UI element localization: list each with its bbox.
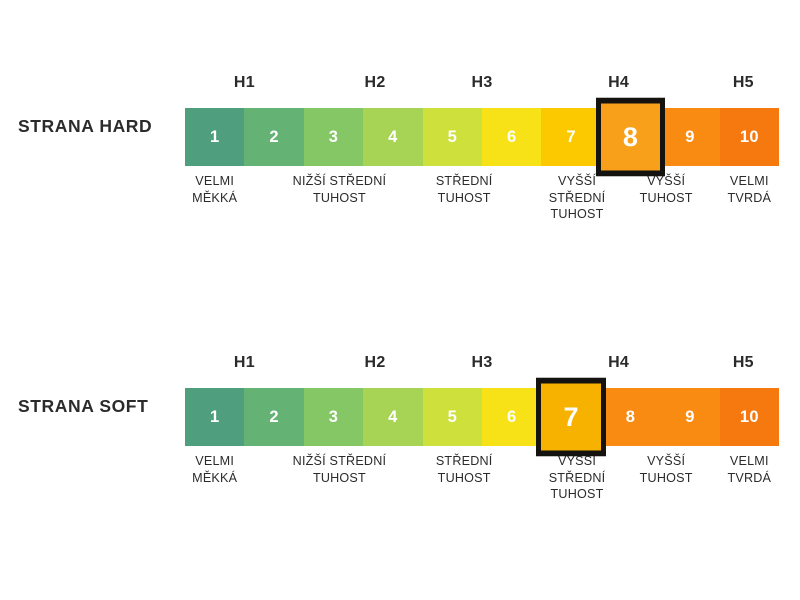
group-label-h1-soft: H1 [233,354,255,371]
group-label-h5-soft: H5 [732,354,754,371]
hardness-cell-value: 3 [328,407,339,426]
hardness-cell-value: 8 [625,407,636,426]
hardness-cell-value: 1 [209,127,220,146]
hardness-cell-soft-5[interactable]: 5 [422,388,483,446]
hardness-cell-hard-2[interactable]: 2 [244,108,304,166]
scale-title-soft: STRANA SOFT [18,395,149,416]
hardness-cell-soft-7[interactable]: 7 [536,377,606,457]
hardness-cell-value: 4 [388,407,398,426]
hardness-cell-hard-3[interactable]: 3 [303,108,364,166]
hardness-bar-hard: 1 2 3 4 5 6 7 8 9 10 [185,97,780,177]
hardness-cell-value: 2 [269,407,279,426]
group-label-row-soft: H1 H2 H3 H4 H5 [185,354,779,378]
hardness-cell-soft-9[interactable]: 9 [660,388,720,446]
hardness-cell-soft-6[interactable]: 6 [482,388,542,446]
group-label-h4-soft: H4 [608,354,630,371]
hardness-cell-value: 7 [566,127,576,146]
group-label-row-hard: H1 H2 H3 H4 H5 [185,74,779,98]
hardness-cell-soft-1[interactable]: 1 [185,388,245,446]
hardness-cell-value: 7 [563,401,579,432]
group-label-h4-hard: H4 [608,74,630,91]
hardness-cell-soft-3[interactable]: 3 [303,388,364,446]
hardness-cell-hard-10[interactable]: 10 [719,108,780,166]
hardness-cell-value: 5 [447,127,458,146]
group-label-h3-hard: H3 [471,74,493,91]
hardness-cell-soft-2[interactable]: 2 [244,388,304,446]
group-label-h2-hard: H2 [364,74,386,91]
hardness-cell-value: 9 [685,407,695,426]
hardness-cell-value: 2 [269,127,279,146]
hardness-cell-value: 4 [388,127,398,146]
hardness-cell-value: 10 [739,407,759,426]
hardness-cell-value: 10 [739,127,759,146]
hardness-cell-soft-8[interactable]: 8 [600,388,661,446]
hardness-cell-value: 6 [506,127,517,146]
hardness-cell-value: 9 [685,127,695,146]
hardness-bar-soft: 1 2 3 4 5 6 7 8 9 10 [185,377,780,457]
group-label-h1-hard: H1 [233,74,255,91]
hardness-cell-value: 8 [622,121,639,152]
scale-title-hard: STRANA HARD [18,115,153,136]
hardness-cell-value: 5 [447,407,458,426]
hardness-cell-value: 3 [328,127,339,146]
hardness-cell-hard-7[interactable]: 7 [541,108,601,166]
hardness-cell-hard-5[interactable]: 5 [422,108,483,166]
hardness-cell-hard-8[interactable]: 8 [595,97,666,177]
hardness-cell-hard-9[interactable]: 9 [660,108,720,166]
group-label-h5-hard: H5 [732,74,754,91]
hardness-cell-value: 1 [209,407,220,426]
hardness-cell-hard-6[interactable]: 6 [482,108,542,166]
hardness-cell-value: 6 [506,407,517,426]
hardness-cell-soft-10[interactable]: 10 [719,388,780,446]
hardness-cell-hard-1[interactable]: 1 [185,108,245,166]
group-label-h2-soft: H2 [364,354,386,371]
hardness-cell-soft-4[interactable]: 4 [363,388,423,446]
hardness-cell-hard-4[interactable]: 4 [363,108,423,166]
group-label-h3-soft: H3 [471,354,493,371]
